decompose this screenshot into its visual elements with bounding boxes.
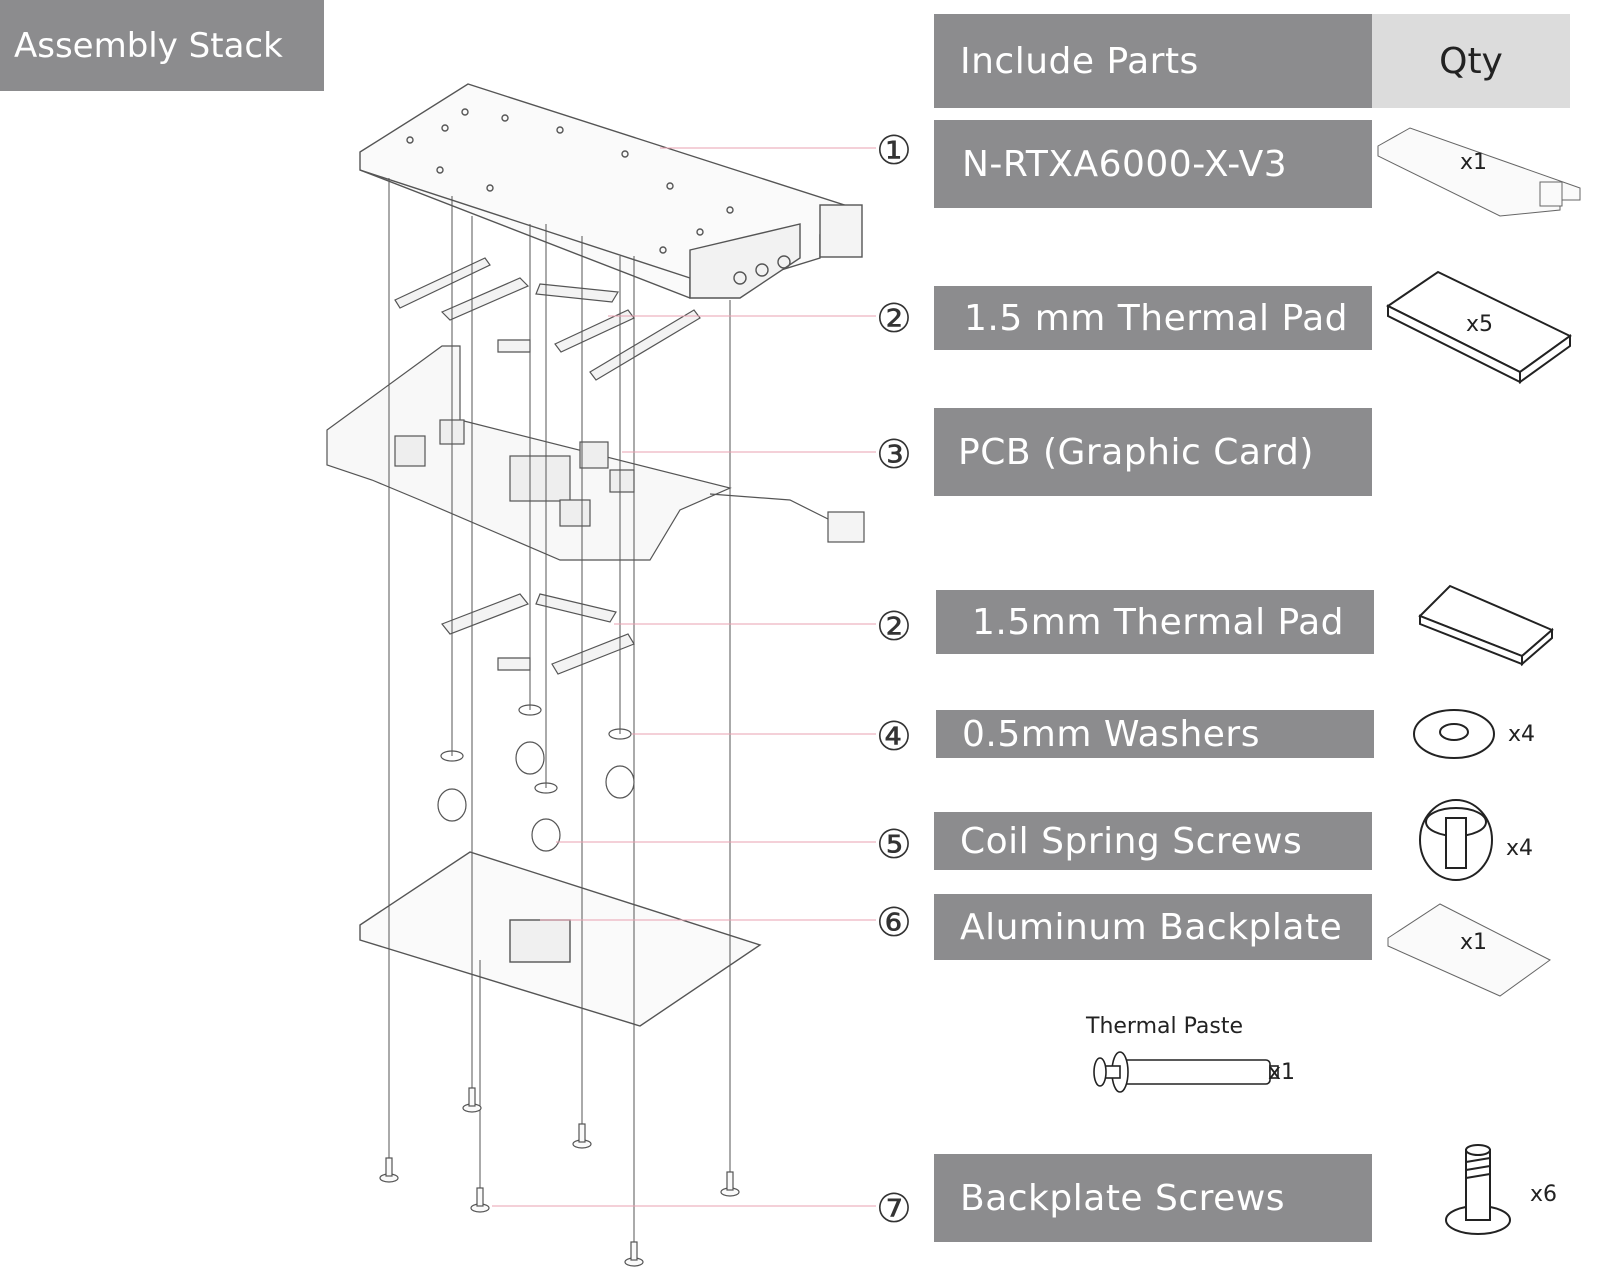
waterblock-icon: [1377, 127, 1581, 217]
callout-number-4: ④: [876, 714, 912, 760]
qty-waterblock: x1: [1460, 150, 1488, 175]
qty-thermal-paste: x1: [1268, 1060, 1296, 1085]
qty-header: Qty: [1372, 14, 1570, 108]
include-parts-header: Include Parts: [934, 14, 1372, 108]
assembly-stack-header: Assembly Stack: [0, 0, 324, 91]
qty-backplate: x1: [1460, 930, 1488, 955]
leader-lines: [492, 147, 876, 1207]
part-bar-pcb: PCB (Graphic Card): [934, 408, 1372, 496]
backplate-icon: [1387, 903, 1551, 997]
qty-thermal-pad: x5: [1466, 312, 1494, 337]
qty-washers: x4: [1508, 722, 1536, 747]
part-bar-waterblock: N-RTXA6000-X-V3: [934, 120, 1372, 208]
callout-number-5: ⑤: [876, 822, 912, 868]
part-bar-thermal-pad-lower: 1.5mm Thermal Pad: [936, 590, 1374, 654]
thermal-pad-icon: [1386, 270, 1572, 667]
pcb-part: [326, 345, 865, 561]
part-bar-backplate: Aluminum Backplate: [934, 894, 1372, 960]
assembly-guide-lines: [388, 178, 731, 1250]
qty-backplate-screws: x6: [1530, 1182, 1558, 1207]
callout-number-7: ⑦: [876, 1186, 912, 1232]
part-bar-coil-spring-screws: Coil Spring Screws: [934, 812, 1372, 870]
backplate-screw-icon: [1445, 1144, 1511, 1235]
thermal-paste-syringe-icon: [1093, 1051, 1279, 1093]
callout-number-1: ①: [876, 128, 912, 174]
part-bar-washers: 0.5mm Washers: [936, 710, 1374, 758]
qty-coil-spring-screws: x4: [1506, 836, 1534, 861]
part-bar-backplate-screws: Backplate Screws: [934, 1154, 1372, 1242]
upper-thermal-pads: [394, 257, 701, 381]
callout-number-3: ③: [876, 432, 912, 478]
backplate-screws: [379, 1087, 740, 1267]
backplate-part: [359, 851, 762, 1027]
part-bar-thermal-pad-upper: 1.5 mm Thermal Pad: [934, 286, 1372, 350]
callout-number-2b: ②: [876, 604, 912, 650]
waterblock-part: [359, 83, 863, 299]
washer-icon: [1413, 709, 1495, 759]
thermal-paste-label: Thermal Paste: [1086, 1014, 1243, 1039]
callout-number-6: ⑥: [876, 900, 912, 946]
coil-spring-screw-icon: [1419, 799, 1493, 881]
callout-number-2: ②: [876, 296, 912, 342]
lower-thermal-pads: [441, 593, 635, 675]
